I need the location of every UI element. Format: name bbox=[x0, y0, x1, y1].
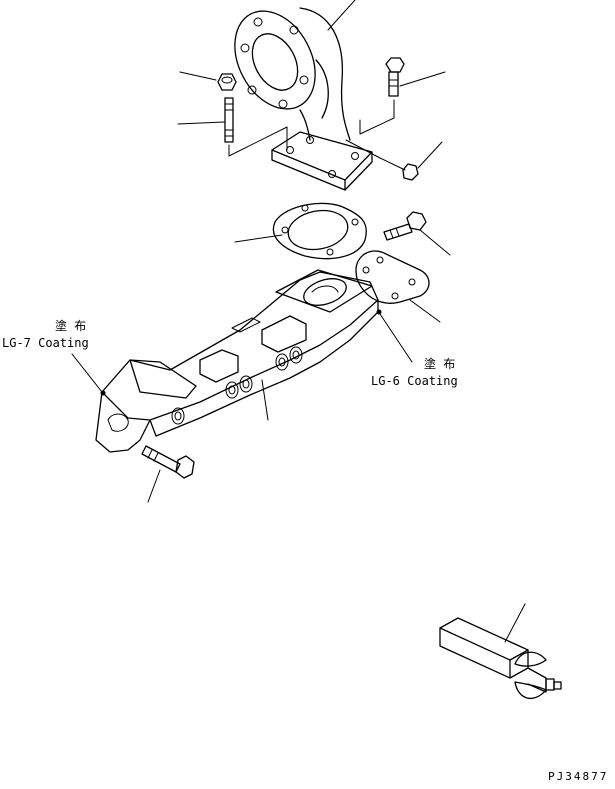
callout-lg6-kanji: 塗 布 bbox=[424, 356, 455, 371]
exhaust-manifold bbox=[95, 269, 379, 453]
flange-bolt bbox=[383, 211, 427, 241]
leader-line bbox=[147, 469, 161, 503]
callout-lg6: 塗 布 LG-6 Coating bbox=[371, 309, 458, 388]
stud-bolt bbox=[224, 97, 234, 143]
small-bolt bbox=[379, 157, 419, 181]
leader-line bbox=[327, 0, 356, 31]
drawing-code: PJ34877 bbox=[548, 770, 608, 783]
leader-line bbox=[261, 379, 269, 421]
gasket bbox=[272, 202, 367, 260]
leader-line bbox=[179, 71, 217, 81]
leader-line bbox=[419, 229, 451, 256]
leader-line bbox=[399, 71, 446, 87]
wrench-tool bbox=[439, 617, 562, 700]
callout-lg7-label: LG-7 Coating bbox=[2, 336, 89, 350]
leader-line bbox=[409, 299, 441, 323]
nut bbox=[217, 73, 237, 91]
leader-line bbox=[417, 141, 443, 169]
callout-lg6-label: LG-6 Coating bbox=[371, 374, 458, 388]
leader-line bbox=[234, 234, 283, 243]
callout-lg7-kanji: 塗 布 bbox=[55, 318, 86, 333]
elbow-pipe bbox=[234, 7, 373, 191]
assembly-line bbox=[359, 99, 395, 135]
assembly-line bbox=[345, 139, 381, 159]
leader-line bbox=[177, 121, 225, 125]
callout-lg7: 塗 布 LG-7 Coating bbox=[2, 318, 106, 396]
bolt bbox=[385, 57, 405, 97]
leader-line bbox=[504, 603, 526, 643]
cover-plate bbox=[355, 250, 430, 304]
manifold-bolt bbox=[141, 445, 195, 479]
assembly-line bbox=[228, 126, 288, 157]
